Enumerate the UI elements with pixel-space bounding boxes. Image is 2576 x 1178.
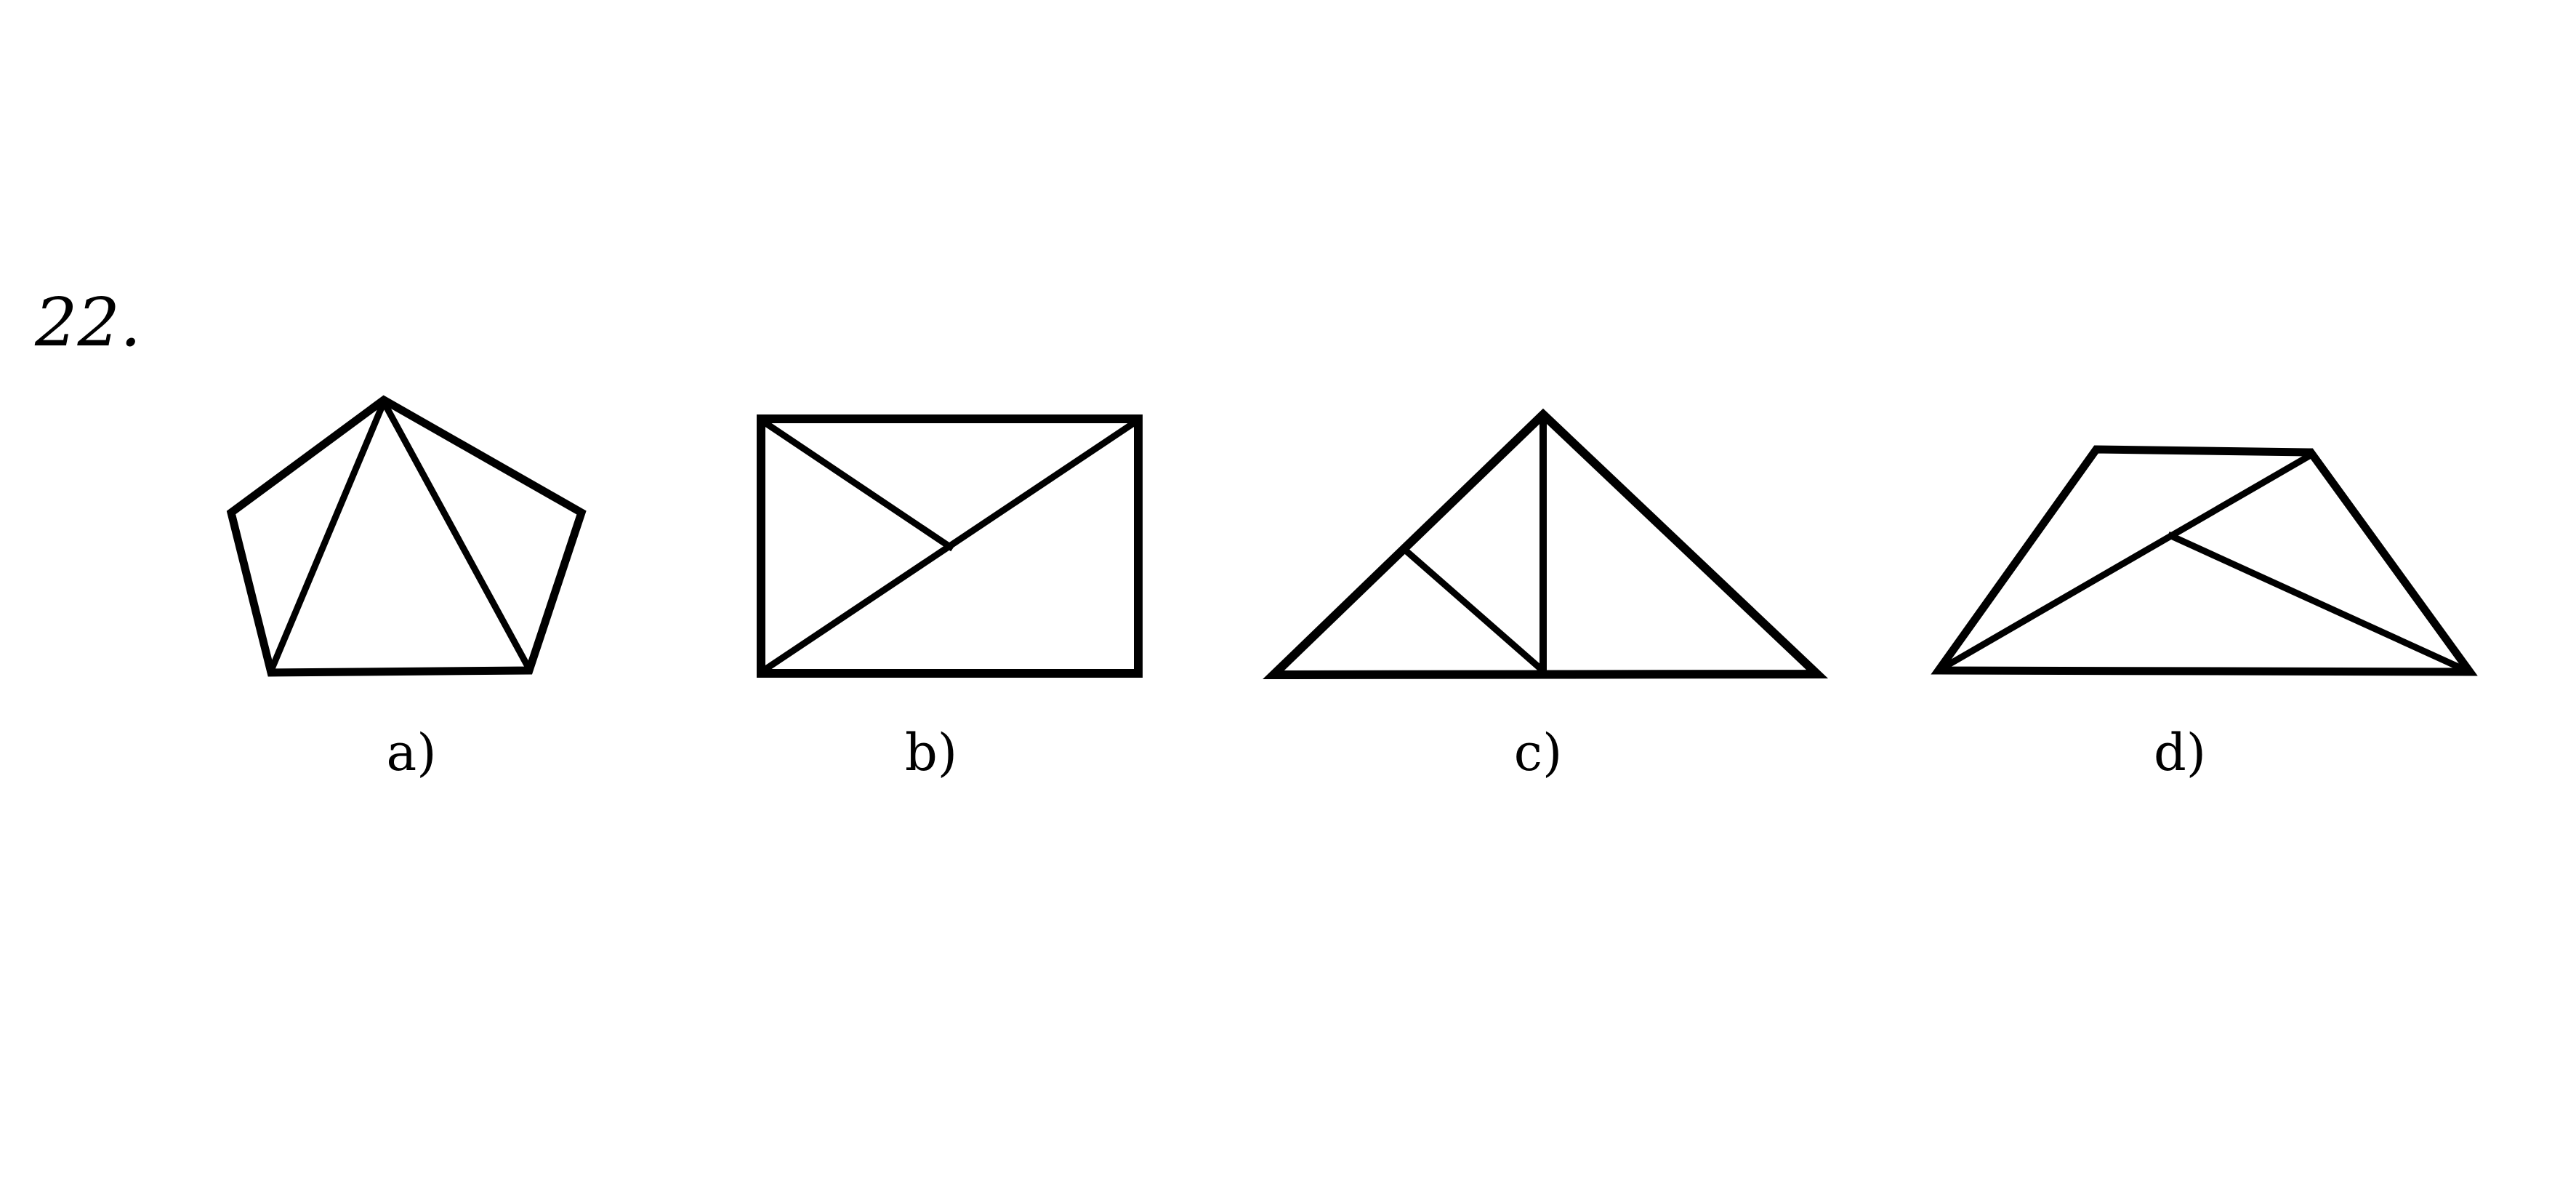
rectangle-inner-segment (760, 417, 955, 552)
figure-a-pentagon (226, 395, 587, 677)
figure-label-a: a) (386, 723, 437, 782)
trapezoid-outline (1931, 445, 2478, 676)
triangle-inner-segment (1401, 546, 1546, 674)
trapezoid-inner-segment (2167, 532, 2471, 675)
pentagon-diagonal-left (267, 398, 388, 675)
figure-label-c: c) (1513, 723, 1563, 782)
trapezoid-diagonal (1937, 451, 2314, 673)
figure-label-b: b) (904, 723, 958, 782)
figure-b-rectangle (757, 414, 1143, 678)
pentagon-diagonal-right (379, 397, 534, 674)
figure-label-d: d) (2153, 723, 2207, 782)
rectangle-outline (757, 414, 1143, 678)
pentagon-outline (226, 395, 587, 677)
figure-d-trapezoid (1931, 445, 2478, 676)
figure-c-triangle (1263, 408, 1829, 680)
problem-number: 22. (35, 284, 142, 361)
